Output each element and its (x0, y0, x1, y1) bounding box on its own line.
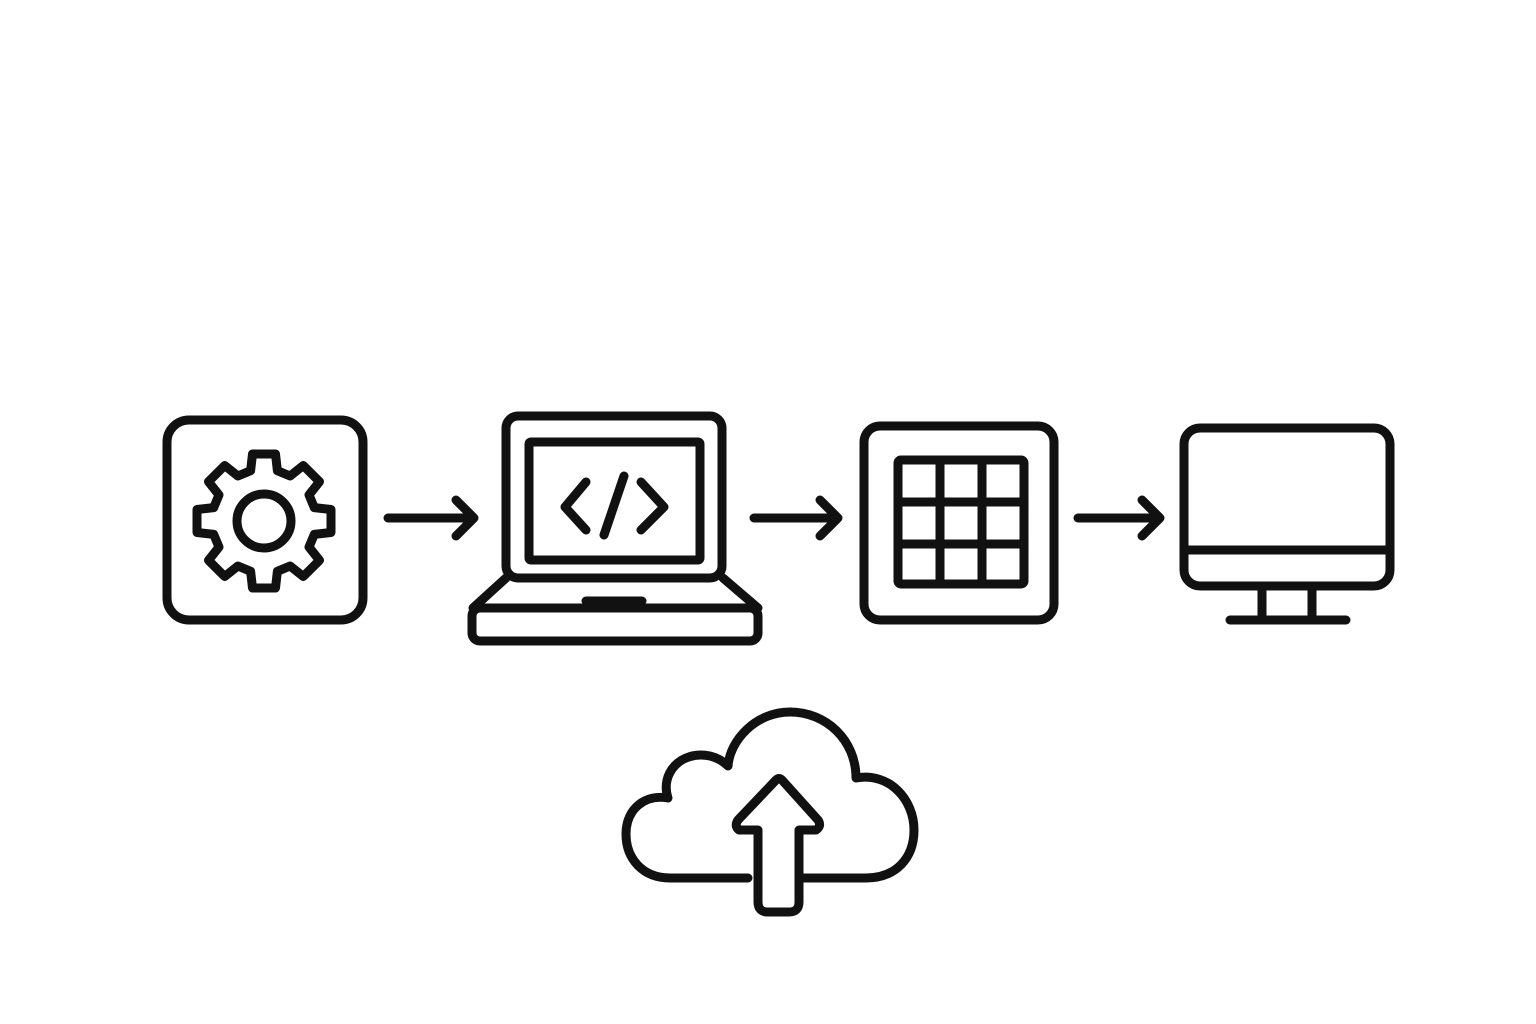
grid-icon (859, 421, 1059, 625)
arrow-icon (383, 495, 479, 541)
monitor-icon (1179, 423, 1395, 625)
arrow-icon (1073, 495, 1165, 541)
laptop-code-icon (467, 411, 763, 646)
arrow-icon (749, 495, 843, 541)
code-icon (560, 471, 669, 540)
cloud-upload-icon (621, 707, 919, 917)
gear-icon (162, 415, 368, 625)
